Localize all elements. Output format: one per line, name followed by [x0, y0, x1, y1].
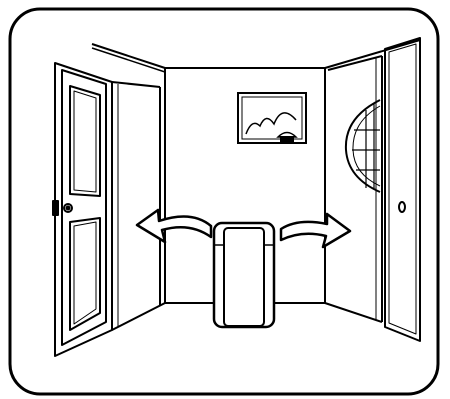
air-purifier: [214, 223, 274, 327]
framed-picture: [238, 93, 306, 143]
round-window: [346, 100, 380, 192]
curved-arrow-right: [281, 214, 350, 247]
curved-arrow-left: [137, 210, 211, 242]
outer-frame: [10, 9, 438, 394]
left-door: [53, 63, 160, 356]
